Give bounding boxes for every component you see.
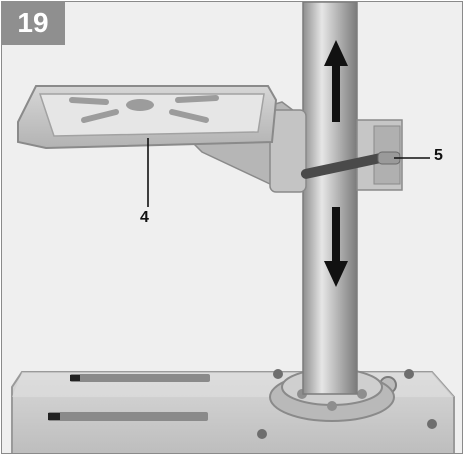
base-slot bbox=[48, 412, 208, 421]
callout-4-label: 4 bbox=[140, 209, 149, 226]
base-plate bbox=[11, 369, 455, 453]
drill-table bbox=[17, 85, 278, 150]
callout-5-label: 5 bbox=[434, 147, 443, 164]
base-hole bbox=[273, 369, 283, 379]
base-hole bbox=[427, 419, 437, 429]
base-slot bbox=[70, 374, 210, 382]
base-hole bbox=[404, 369, 414, 379]
table-center-hole bbox=[126, 99, 154, 111]
figure-number-badge: 19 bbox=[1, 1, 65, 45]
arrow-down-icon bbox=[324, 207, 348, 287]
base-hole bbox=[257, 429, 267, 439]
arrow-up-icon bbox=[324, 40, 348, 122]
drill-press-illustration bbox=[2, 2, 462, 453]
column bbox=[302, 2, 358, 395]
